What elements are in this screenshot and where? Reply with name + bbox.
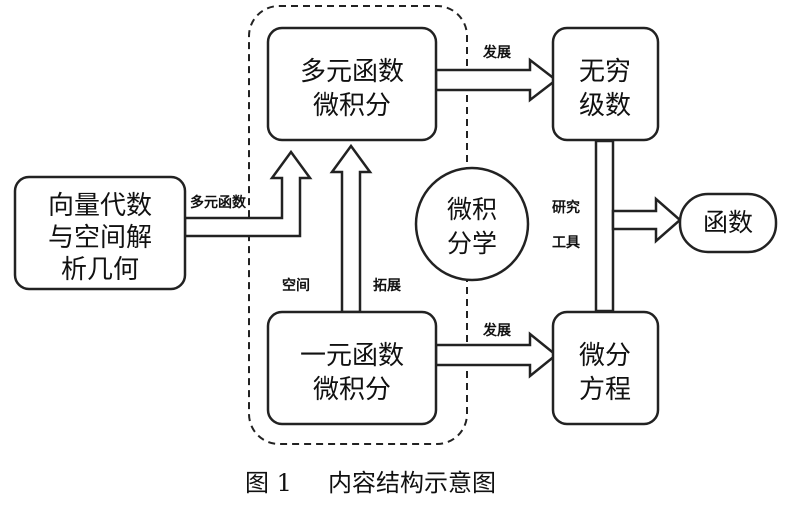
node-vector-algebra-line-3: 析几何: [61, 255, 139, 285]
node-differential-equations: [551, 310, 660, 426]
node-vector-algebra: [13, 175, 187, 291]
arrow-vector-to-multivariable: [183, 149, 313, 238]
node-ode-line-2: 方程: [579, 375, 631, 405]
edge-label-research-tool-line-2: 工具: [552, 235, 580, 251]
node-multivariable-line-2: 微积分: [313, 91, 391, 121]
edge-label-space: 空间: [282, 277, 310, 294]
node-infinite-series: [551, 26, 660, 142]
arrow-connector-to-function: [611, 196, 682, 244]
node-multivariable-calculus: [266, 26, 438, 142]
node-ode-line-1: 微分: [579, 341, 631, 371]
node-vector-algebra-line-2: 与空间解: [48, 223, 152, 253]
node-univariate-line-2: 微积分: [313, 375, 391, 405]
node-calculus-center-line-2: 分学: [447, 229, 497, 258]
edge-label-research-tool-line-1: 研究: [552, 199, 580, 216]
arrow-multivariable-to-series: [434, 57, 559, 103]
node-function-label: 函数: [703, 208, 753, 237]
edge-label-multivariable-function: 多元函数: [190, 194, 247, 211]
node-multivariable-line-1: 多元函数: [300, 57, 404, 87]
arrow-univariate-to-multivariable: [329, 143, 373, 314]
arrow-univariate-to-ode: [434, 331, 558, 379]
caption-figure-number: 图 1: [245, 469, 292, 497]
edge-label-extend: 拓展: [373, 277, 401, 294]
node-univariate-calculus: [266, 310, 438, 426]
node-infinite-series-line-2: 级数: [579, 91, 631, 121]
node-infinite-series-line-1: 无穷: [579, 57, 631, 87]
caption-title: 内容结构示意图: [328, 469, 496, 497]
node-calculus-center: [414, 166, 530, 282]
research-tool-connector: [594, 139, 615, 313]
node-univariate-line-1: 一元函数: [300, 341, 404, 371]
node-vector-algebra-line-1: 向量代数: [48, 191, 152, 221]
node-function: [678, 192, 778, 254]
edge-label-develop-bottom: 发展: [482, 322, 511, 339]
edge-label-develop-top: 发展: [482, 44, 511, 61]
node-calculus-center-line-1: 微积: [447, 195, 497, 224]
